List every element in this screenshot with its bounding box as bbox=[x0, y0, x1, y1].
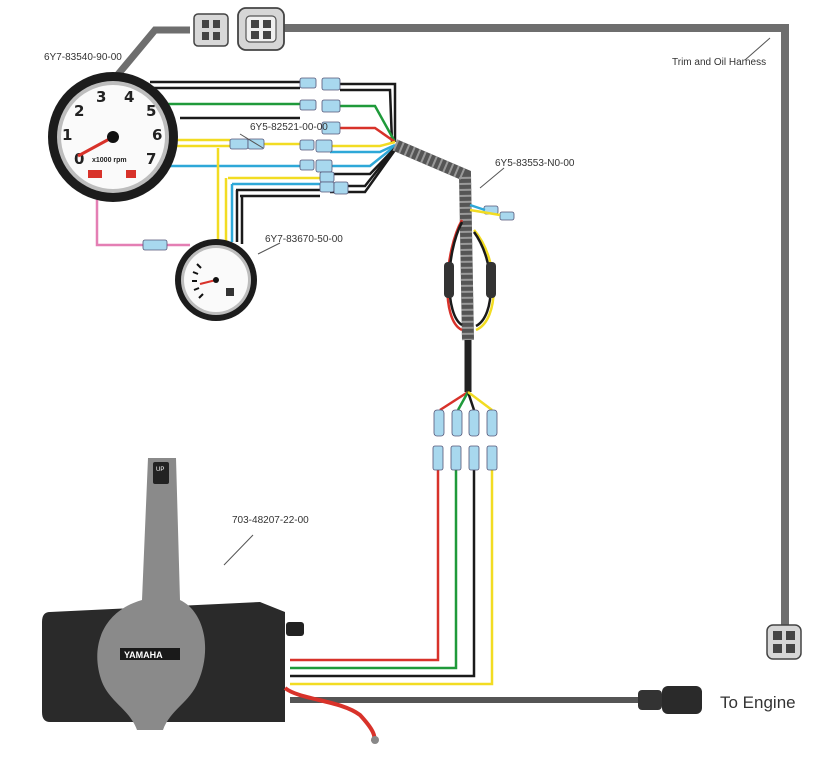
trim-oil-harness-label: Trim and Oil Harness bbox=[672, 57, 767, 68]
key-switch bbox=[286, 622, 304, 636]
tach-to-connector-cable bbox=[112, 26, 190, 81]
control-part-leader bbox=[223, 534, 254, 566]
tach-wire-bundle bbox=[150, 80, 397, 248]
lead-connectors bbox=[432, 409, 498, 471]
breakout-connectors bbox=[229, 77, 515, 221]
main-harness-wrap bbox=[392, 139, 474, 341]
main-harness-sleeve bbox=[392, 139, 474, 341]
remote-control-box: UP YAMAHA bbox=[42, 458, 379, 744]
tach-warning-icon-left bbox=[88, 170, 102, 178]
trim-up-label: UP bbox=[156, 467, 164, 473]
yamaha-brand: YAMAHA bbox=[124, 650, 163, 660]
trim-oil-label-leader bbox=[744, 37, 771, 61]
trim-gauge-ticks bbox=[192, 263, 204, 299]
engine-trim-connector bbox=[766, 624, 802, 660]
yamaha-badge bbox=[120, 648, 180, 660]
tach-digit-6: 6 bbox=[152, 126, 162, 144]
tach-digit-2: 2 bbox=[74, 102, 84, 120]
tach-digit-4: 4 bbox=[124, 88, 134, 106]
harness-part-leader bbox=[479, 167, 505, 189]
harness-part-number: 6Y5-82521-00-00 bbox=[250, 122, 328, 133]
tachometer: 0 1 2 3 4 5 6 7 x1000 rpm bbox=[48, 72, 178, 202]
tach-warning-icon-right bbox=[126, 170, 136, 178]
harness-connector-small bbox=[193, 13, 229, 47]
inline-fuse-left bbox=[444, 262, 454, 298]
tach-digit-1: 1 bbox=[62, 126, 72, 144]
lead-wires bbox=[290, 390, 494, 686]
lanyard-coil bbox=[283, 686, 377, 744]
lanyard-clip bbox=[371, 736, 379, 744]
tach-digit-5: 5 bbox=[146, 102, 156, 120]
harness-connector-large bbox=[237, 7, 285, 51]
trim-gauge-part-number: 6Y7-83670-50-00 bbox=[265, 234, 343, 245]
trim-gauge-part-leader bbox=[257, 242, 281, 255]
pink-connector bbox=[142, 239, 168, 251]
tach-digit-0: 0 bbox=[74, 150, 84, 168]
inline-fuse-right bbox=[486, 262, 496, 298]
pink-wire bbox=[95, 185, 190, 247]
tach-needle bbox=[77, 135, 114, 158]
tach-unit: x1000 rpm bbox=[92, 157, 127, 164]
main-harness-part-number: 6Y5-83553-N0-00 bbox=[495, 158, 575, 169]
trim-gauge bbox=[175, 239, 257, 321]
control-lever bbox=[97, 458, 206, 730]
engine-plug bbox=[638, 686, 702, 714]
to-engine-label: To Engine bbox=[720, 693, 796, 712]
tach-digit-3: 3 bbox=[96, 88, 106, 106]
tach-digit-7: 7 bbox=[146, 150, 156, 168]
trim-switch bbox=[153, 462, 169, 484]
trim-icon bbox=[226, 288, 234, 296]
tachometer-part-number: 6Y7-83540-90-00 bbox=[44, 52, 122, 63]
tach-part-leader bbox=[239, 133, 264, 149]
remote-control-part-number: 703-48207-22-00 bbox=[232, 515, 309, 526]
trim-oil-harness-cable bbox=[280, 24, 789, 625]
